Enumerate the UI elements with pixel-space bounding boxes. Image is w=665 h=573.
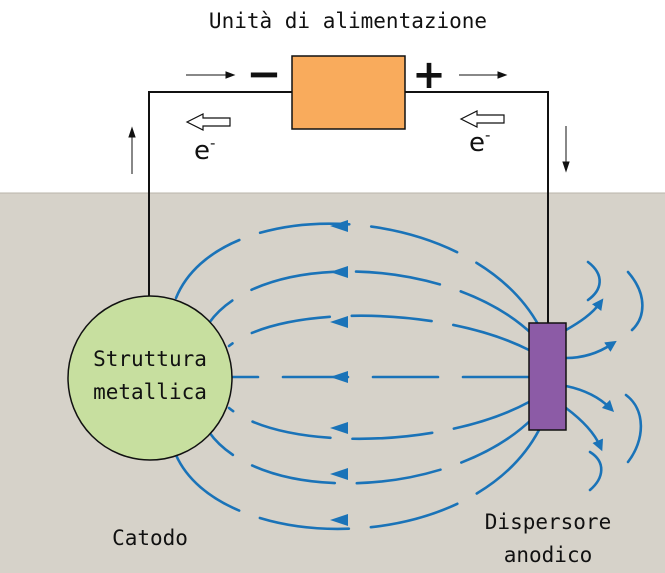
field-line [207, 270, 535, 337]
power-unit-title: Unità di alimentazione [209, 9, 487, 33]
outer-field-line [564, 340, 617, 360]
anode-bar [528, 322, 567, 431]
cathode-structure [67, 295, 233, 461]
field-lines [174, 222, 541, 531]
anode-caption-line2: anodico [504, 543, 593, 567]
right-arrow-icon [459, 71, 508, 79]
outer-field-line [564, 384, 615, 413]
field-line [174, 222, 541, 328]
field-line [207, 416, 535, 485]
outer-field-line [564, 298, 604, 332]
field-line [174, 428, 541, 531]
field-arrow [330, 468, 348, 480]
cathode-label-line1: Struttura [93, 347, 207, 371]
electron-label-left: e- [194, 134, 215, 166]
outer-field-line [586, 260, 601, 302]
hollow-left-arrow-icon [459, 110, 505, 128]
hollow-left-arrow-icon [185, 113, 231, 131]
negative-wire [148, 91, 292, 300]
outer-field-line [626, 270, 644, 332]
cathode-caption: Catodo [112, 526, 188, 550]
field-arrow [330, 316, 348, 328]
field-line [227, 314, 531, 352]
outer-field-line [564, 406, 604, 452]
electron-label-right: e- [469, 126, 490, 158]
outer-field-lines [564, 260, 644, 492]
field-arrows [330, 220, 348, 526]
power-unit-box [291, 55, 406, 130]
field-line [227, 400, 531, 441]
positive-wire [405, 91, 549, 323]
right-arrow-icon [186, 71, 236, 79]
minus-sign: − [246, 49, 281, 98]
field-arrow [330, 422, 348, 434]
up-arrow-icon [128, 126, 136, 174]
outer-field-line [624, 393, 643, 464]
cathode-label-line2: metallica [93, 380, 207, 404]
outer-field-line [588, 450, 603, 492]
field-arrow [330, 220, 348, 232]
field-arrow [330, 266, 348, 278]
field-arrow [330, 371, 348, 383]
anode-caption-line1: Dispersore [485, 510, 611, 534]
plus-sign: + [412, 52, 446, 98]
field-arrow [330, 514, 348, 526]
down-arrow-icon [562, 126, 570, 173]
